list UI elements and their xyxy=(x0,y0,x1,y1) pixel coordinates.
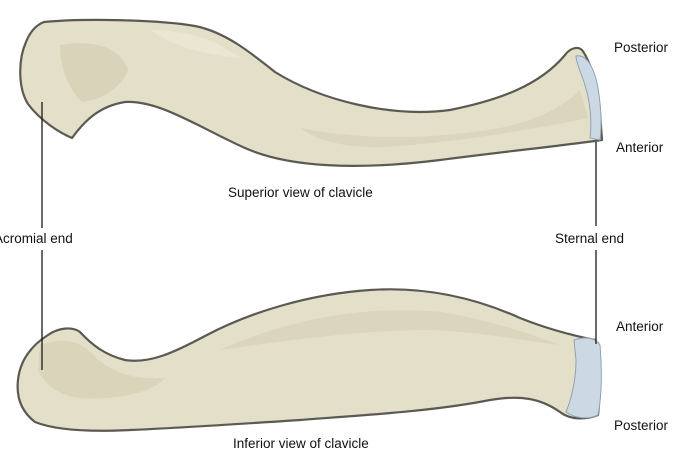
top-posterior-label: Posterior xyxy=(614,40,669,55)
inferior-clavicle-body xyxy=(16,288,601,432)
superior-clavicle xyxy=(19,18,604,167)
bottom-anterior-label: Anterior xyxy=(616,319,664,334)
bottom-posterior-label: Posterior xyxy=(614,418,669,433)
superior-caption: Superior view of clavicle xyxy=(228,185,373,200)
top-anterior-label: Anterior xyxy=(616,140,664,155)
superior-clavicle-shaft-shadow xyxy=(300,90,588,148)
superior-clavicle-body xyxy=(19,18,604,167)
sternal-end-label: Sternal end xyxy=(555,231,624,246)
inferior-caption: Inferior view of clavicle xyxy=(233,436,369,451)
superior-sternal-cartilage xyxy=(575,55,602,141)
inferior-clavicle-groove xyxy=(220,310,560,350)
acromial-end-label: Acromial end xyxy=(0,231,73,246)
inferior-clavicle xyxy=(16,288,602,432)
superior-clavicle-shadow xyxy=(60,43,128,102)
superior-clavicle-highlight xyxy=(150,30,240,58)
inferior-clavicle-shadow xyxy=(38,340,165,399)
